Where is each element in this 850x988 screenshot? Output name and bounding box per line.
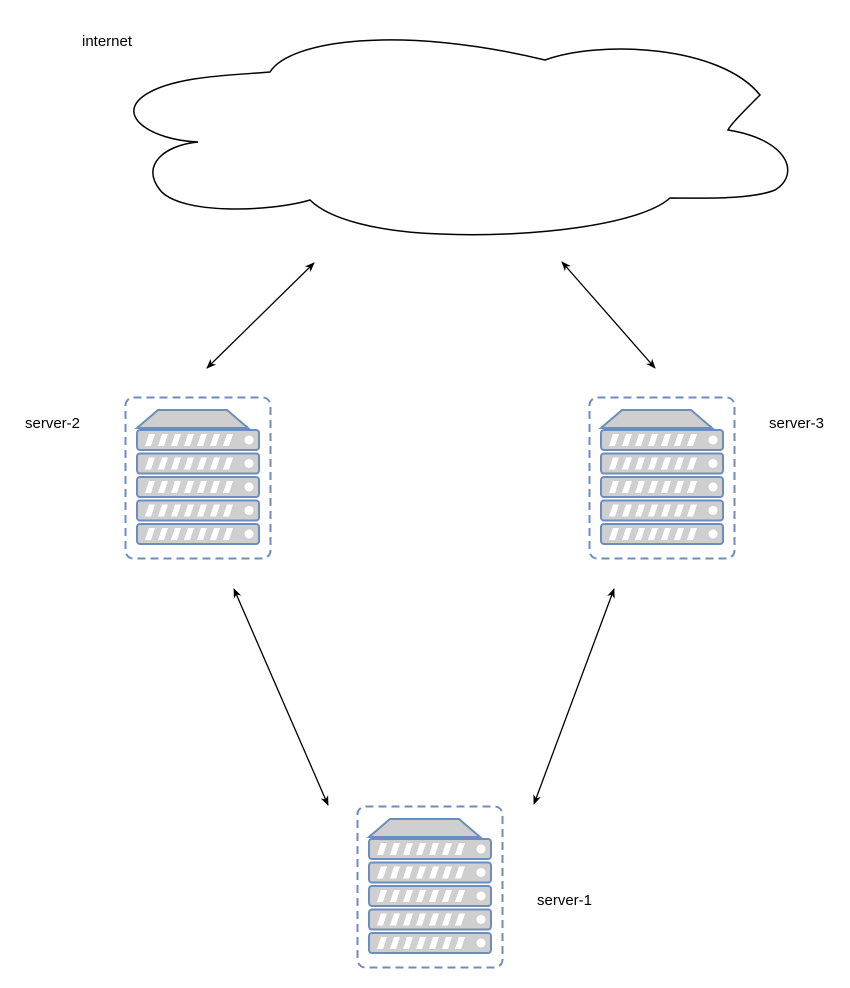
server-rack-icon bbox=[356, 805, 504, 969]
server-unit bbox=[600, 523, 724, 545]
server-cap bbox=[366, 818, 483, 838]
server-2-node[interactable] bbox=[124, 396, 272, 560]
server-1-label: server-1 bbox=[537, 892, 593, 909]
server-unit bbox=[136, 523, 260, 545]
server-1-node[interactable] bbox=[356, 805, 504, 969]
server-rack-icon bbox=[124, 396, 272, 560]
server-cap bbox=[598, 409, 715, 429]
server-unit bbox=[600, 429, 724, 451]
server-unit bbox=[368, 908, 492, 931]
edges bbox=[206, 261, 656, 806]
server-unit bbox=[600, 499, 724, 522]
server-frame-border bbox=[588, 396, 736, 560]
edge-internet-server-2 bbox=[206, 262, 315, 369]
server-unit bbox=[368, 932, 492, 954]
server-unit bbox=[368, 861, 492, 884]
server-cap bbox=[134, 409, 251, 429]
server-unit bbox=[368, 885, 492, 907]
server-unit bbox=[136, 476, 260, 498]
server-3-node[interactable] bbox=[588, 396, 736, 560]
cloud-icon bbox=[133, 39, 789, 236]
server-3-label: server-3 bbox=[769, 415, 825, 432]
server-frame-border bbox=[124, 396, 272, 560]
server-frame-border bbox=[356, 805, 504, 969]
edge-server-2-server-1 bbox=[233, 588, 329, 806]
server-unit bbox=[136, 499, 260, 522]
server-unit bbox=[600, 476, 724, 498]
server-unit bbox=[136, 429, 260, 451]
server-unit bbox=[600, 452, 724, 475]
server-unit bbox=[368, 838, 492, 860]
edge-server-3-server-1 bbox=[533, 588, 615, 805]
server-unit bbox=[136, 452, 260, 475]
server-rack-icon bbox=[588, 396, 736, 560]
internet-label: internet bbox=[82, 33, 133, 50]
edge-internet-server-3 bbox=[561, 261, 656, 369]
server-2-label: server-2 bbox=[25, 415, 81, 432]
